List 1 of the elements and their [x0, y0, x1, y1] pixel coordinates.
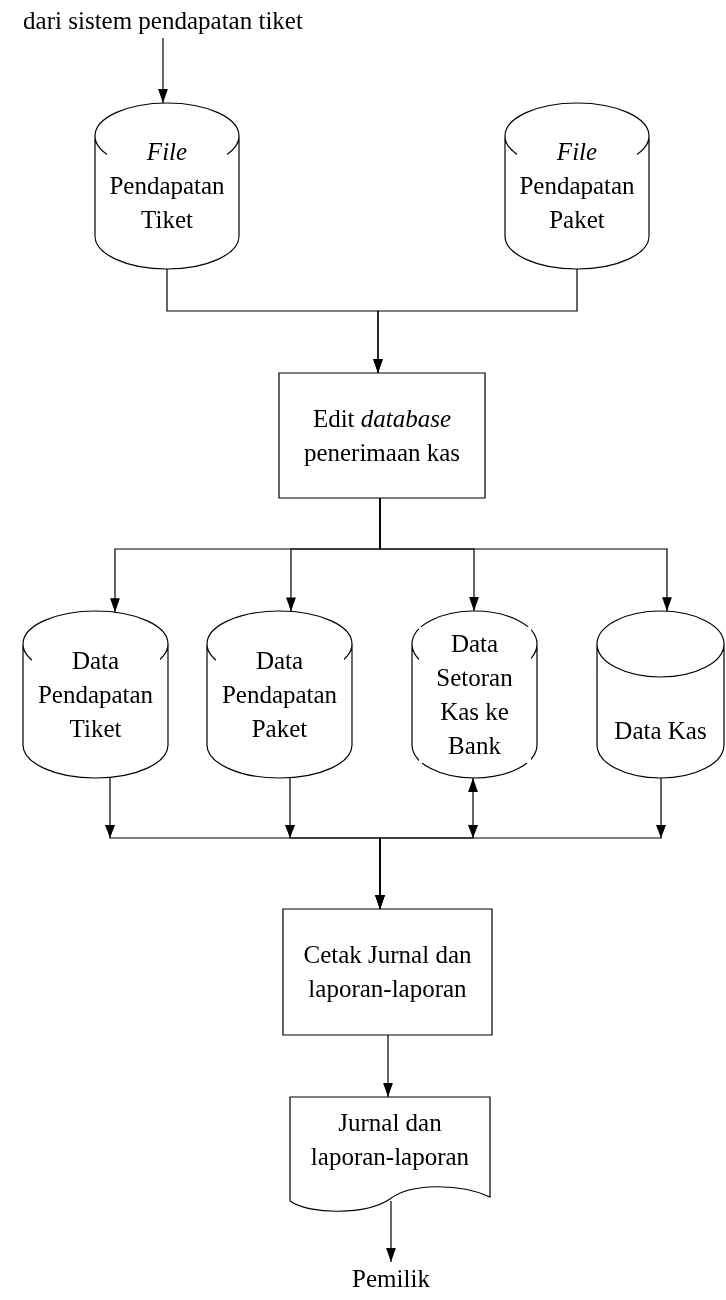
node-label: Data Setoran Kas ke Bank: [418, 626, 531, 763]
